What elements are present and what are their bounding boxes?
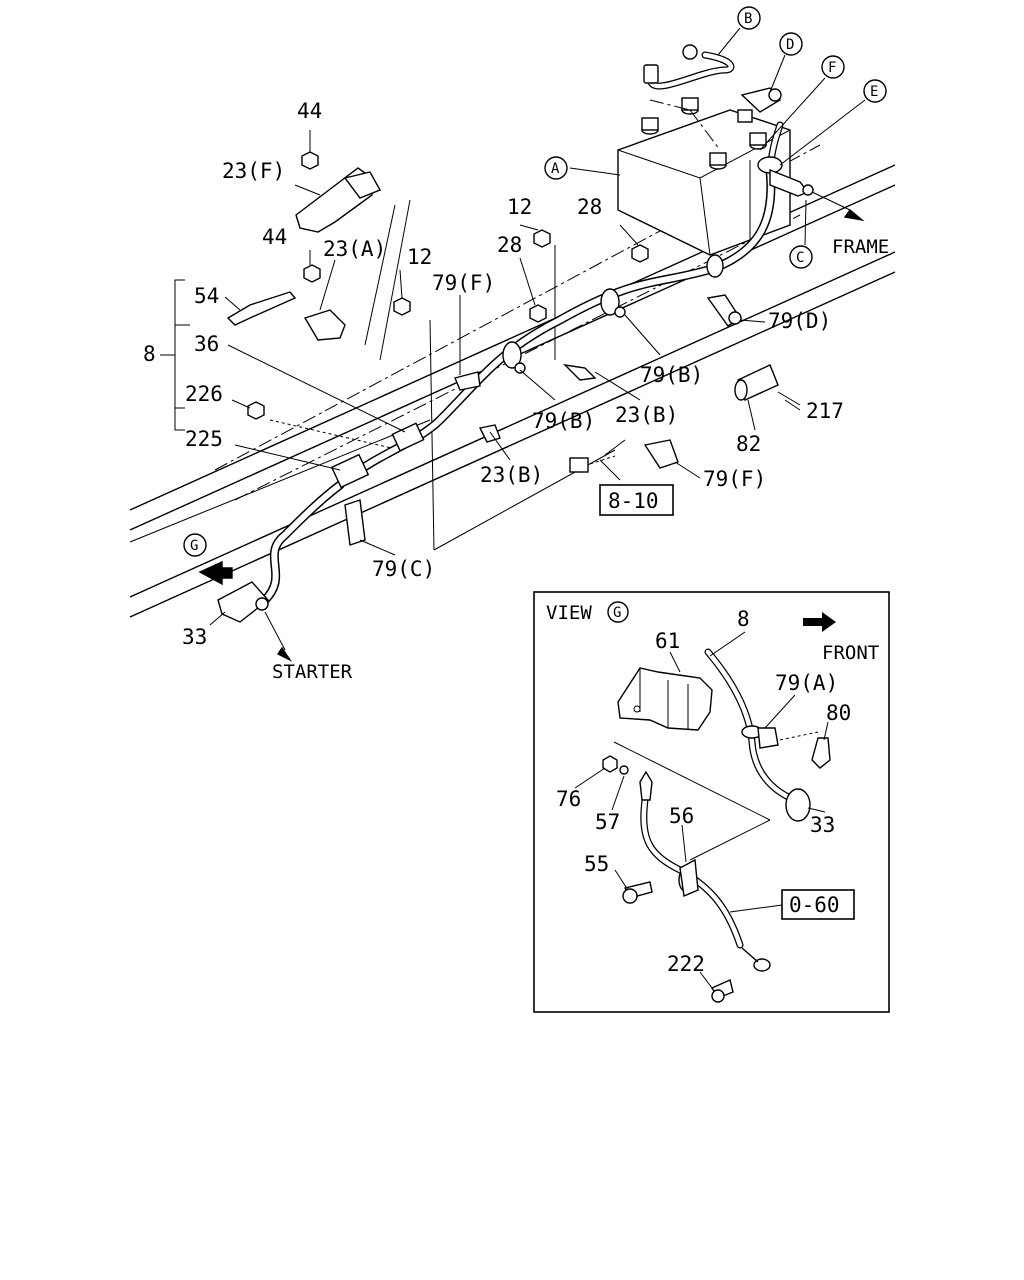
battery-top-cables <box>643 44 782 123</box>
callout-44-top: 44 <box>297 99 322 123</box>
callout-33: 33 <box>182 625 207 649</box>
callout-12-right: 12 <box>507 195 532 219</box>
callout-23b-right: 23(B) <box>615 403 678 427</box>
callout-12-left: 12 <box>407 245 432 269</box>
circle-e: E <box>870 84 878 100</box>
circle-c: C <box>796 250 804 266</box>
callout-79d: 79(D) <box>768 309 831 333</box>
battery <box>617 97 791 256</box>
view-callout-55: 55 <box>584 852 609 876</box>
callout-82: 82 <box>736 432 761 456</box>
starter-label: STARTER <box>272 661 353 683</box>
callout-44-mid: 44 <box>262 225 287 249</box>
view-callout-79a: 79(A) <box>775 671 838 695</box>
callout-226: 226 <box>185 382 223 406</box>
circle-f: F <box>828 60 836 76</box>
callout-79f-top: 79(F) <box>432 271 495 295</box>
callout-28-right: 28 <box>577 195 602 219</box>
starter-cap <box>198 560 293 662</box>
callout-54: 54 <box>194 284 219 308</box>
callout-79f-bottom: 79(F) <box>703 467 766 491</box>
view-g-title-circle: G <box>613 605 621 621</box>
main-cable <box>260 121 865 605</box>
view-callout-61: 61 <box>655 629 680 653</box>
callout-8: 8 <box>143 342 156 366</box>
ref-8-10-text: 8-10 <box>608 489 659 513</box>
view-callout-57: 57 <box>595 810 620 834</box>
callout-23b-left: 23(B) <box>480 463 543 487</box>
callout-labels: 44 23(F) 44 23(A) 12 12 28 28 79(F) 54 8… <box>143 99 889 683</box>
callout-36: 36 <box>194 332 219 356</box>
harness-connectors <box>330 422 616 489</box>
part-82-217 <box>734 364 801 406</box>
view-callout-76: 76 <box>556 787 581 811</box>
callout-79b-left: 79(B) <box>532 409 595 433</box>
callout-23a: 23(A) <box>323 237 386 261</box>
fasteners <box>247 151 649 443</box>
circle-d: D <box>786 37 794 53</box>
view-callout-8: 8 <box>737 607 750 631</box>
view-g-front-label: FRONT <box>822 642 879 664</box>
view-callout-80: 80 <box>826 701 851 725</box>
view-callout-33: 33 <box>810 813 835 837</box>
callout-23f: 23(F) <box>222 159 285 183</box>
ref-0-60-text: 0-60 <box>789 893 840 917</box>
circle-b: B <box>744 11 752 27</box>
callout-79b-right: 79(B) <box>640 363 703 387</box>
callout-28-left: 28 <box>497 233 522 257</box>
callout-79c: 79(C) <box>372 557 435 581</box>
brackets <box>226 167 381 341</box>
callout-225: 225 <box>185 427 223 451</box>
view-g-inset: VIEW G FRONT <box>533 591 890 1013</box>
view-callout-56: 56 <box>669 804 694 828</box>
circled-letters: A B C D E F G <box>183 6 887 557</box>
cable-clips <box>344 254 742 546</box>
circle-g: G <box>190 538 198 554</box>
view-g-title: VIEW <box>546 602 592 624</box>
circle-a: A <box>551 161 560 177</box>
frame-label: FRAME <box>832 236 889 258</box>
leader-lines <box>160 27 866 626</box>
callout-217: 217 <box>806 399 844 423</box>
view-callout-222: 222 <box>667 952 705 976</box>
ref-box-8-10: 8-10 <box>599 484 674 516</box>
